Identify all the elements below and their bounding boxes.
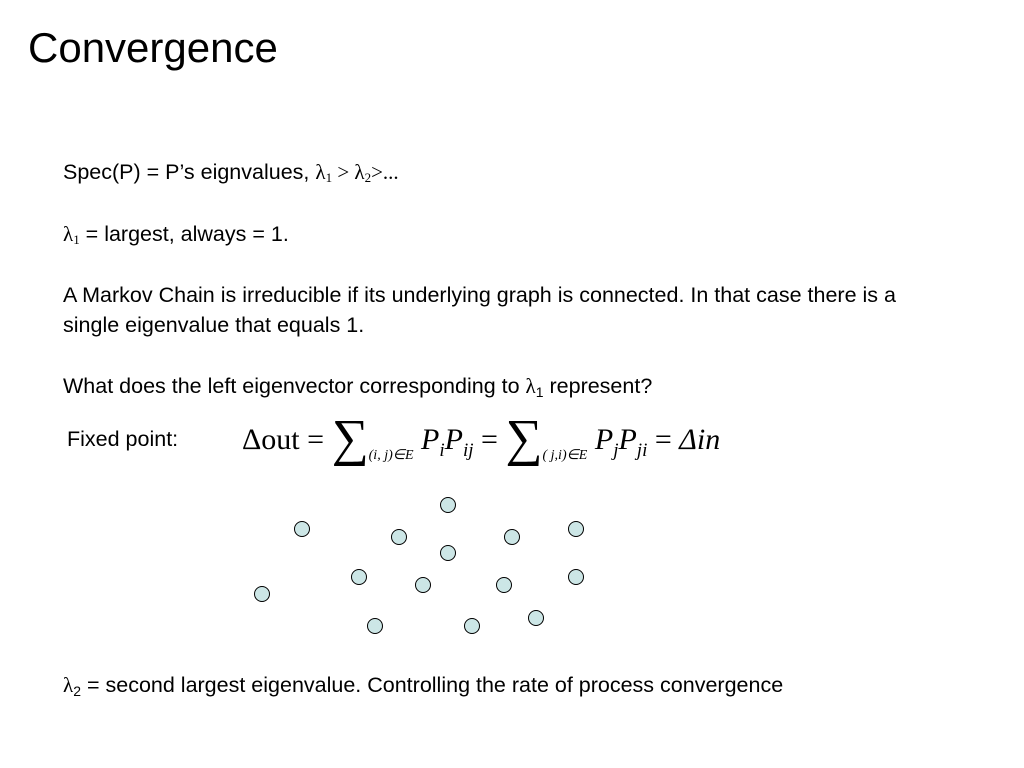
graph-node — [496, 577, 512, 593]
slide-title: Convergence — [28, 24, 278, 71]
graph-node — [367, 618, 383, 634]
second-eigenvalue-line: λ2 = second largest eigenvalue. Controll… — [63, 673, 784, 699]
graph-node — [568, 569, 584, 585]
eigenvector-question: What does the left eigenvector correspon… — [63, 374, 653, 400]
lambda-symbol: λ — [63, 673, 74, 697]
lambda-symbol: λ1 — [63, 222, 80, 247]
graph-node — [294, 521, 310, 537]
irreducible-paragraph: A Markov Chain is irreducible if its und… — [63, 283, 896, 337]
spec-line: Spec(P) = P’s eignvalues, λ1 > λ2>... — [63, 157, 399, 193]
lambda-symbol: λ — [525, 374, 536, 398]
spec-text: Spec(P) = P’s eignvalues, — [63, 160, 316, 184]
fixed-point-formula: Δout = ∑(i, j)∈E PiPij = ∑( j,i)∈E PjPji… — [242, 410, 721, 467]
sum-symbol: ∑ — [331, 410, 369, 467]
graph-node — [528, 610, 544, 626]
graph-node — [440, 497, 456, 513]
graph-node — [391, 529, 407, 545]
graph-node — [464, 618, 480, 634]
graph-node — [504, 529, 520, 545]
graph-node — [254, 586, 270, 602]
largest-text: = largest, always = 1. — [79, 222, 289, 246]
graph-node — [440, 545, 456, 561]
lambda-symbol: λ1 > λ2>... — [315, 160, 399, 185]
fixed-point-label: Fixed point: — [67, 427, 179, 451]
graph-node — [415, 577, 431, 593]
largest-eigenvalue-line: λ1 = largest, always = 1. — [63, 219, 289, 255]
sum-symbol: ∑ — [505, 410, 543, 467]
graph-node — [351, 569, 367, 585]
graph-node — [568, 521, 584, 537]
